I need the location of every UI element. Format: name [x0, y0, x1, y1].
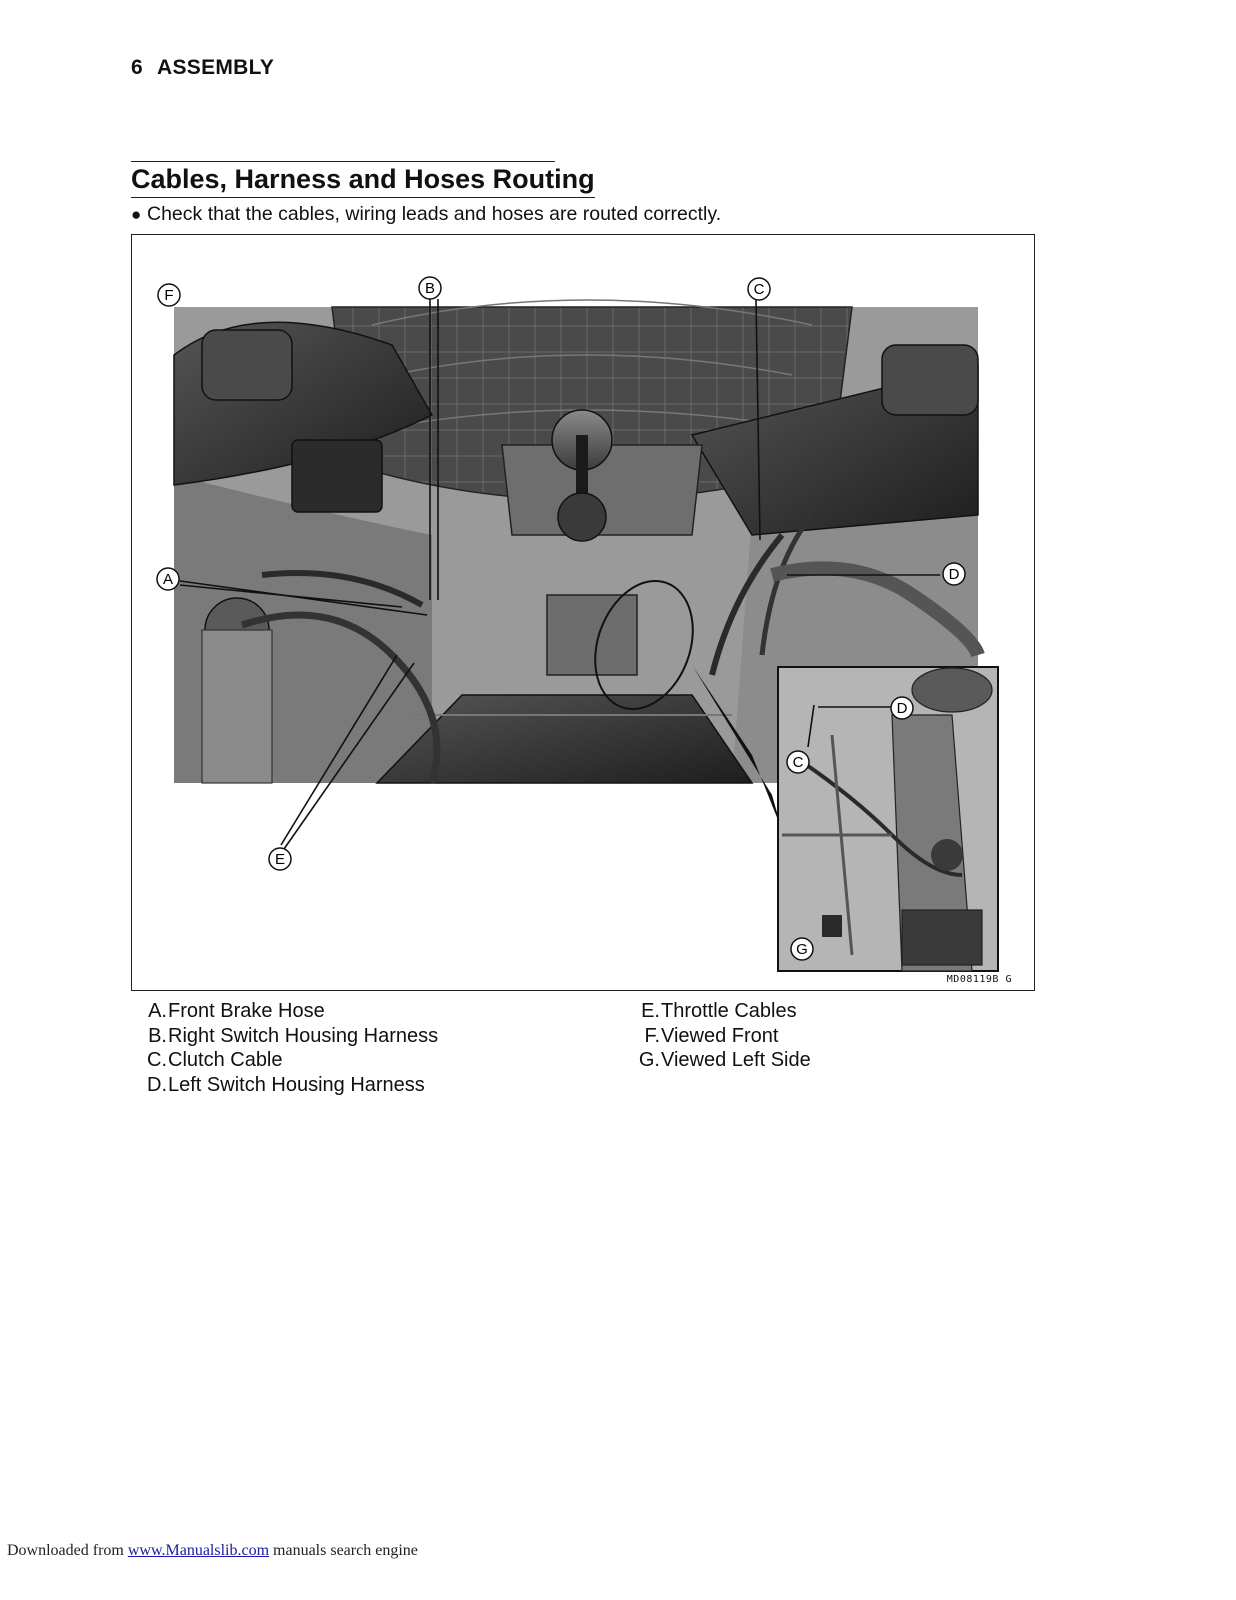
page-header: 6 ASSEMBLY — [131, 56, 274, 80]
svg-text:F: F — [164, 287, 173, 304]
section-title: Cables, Harness and Hoses Routing — [131, 164, 595, 198]
callout-d-inset: D — [890, 696, 914, 720]
legend-item: D.Left Switch Housing Harness — [147, 1073, 425, 1096]
legend-item: G.Viewed Left Side — [638, 1049, 811, 1071]
callouts: F B C A D E D C G — [156, 276, 966, 961]
svg-text:D: D — [949, 566, 960, 583]
svg-text:G: G — [796, 941, 808, 958]
routing-illustration: F B C A D E D C G — [156, 276, 999, 972]
svg-text:E: E — [275, 851, 285, 868]
callout-c-inset: C — [786, 750, 810, 774]
legend-item: F.Viewed Front — [644, 1024, 779, 1047]
callout-g: G — [790, 937, 814, 961]
leader-e2 — [283, 662, 415, 850]
callout-d: D — [942, 562, 966, 586]
leader-lines — [179, 298, 940, 850]
section-rule — [131, 161, 555, 162]
callout-c: C — [747, 277, 771, 301]
legend-item: A.Front Brake Hose — [148, 1000, 325, 1022]
leader-a2 — [179, 580, 428, 616]
svg-text:C: C — [793, 754, 804, 771]
leader-e — [280, 654, 398, 846]
leader-c-inset — [807, 704, 815, 748]
svg-text:C: C — [754, 281, 765, 298]
legend-item: E.Throttle Cables — [641, 1000, 797, 1022]
footer-suffix: manuals search engine — [273, 1542, 418, 1559]
legend-right: E.Throttle Cables F.Viewed Front G.Viewe… — [638, 999, 811, 1073]
svg-text:B: B — [425, 280, 435, 297]
legend-left: A.Front Brake Hose B.Right Switch Housin… — [145, 999, 438, 1097]
callout-b: B — [418, 276, 442, 300]
legend-item: C.Clutch Cable — [147, 1049, 283, 1071]
footer: Downloaded from www.Manualslib.com manua… — [7, 1542, 418, 1560]
legend-item: B.Right Switch Housing Harness — [148, 1024, 439, 1047]
bullet: ● — [131, 205, 142, 224]
instruction: ● Check that the cables, wiring leads and… — [131, 203, 721, 226]
callout-a: A — [156, 567, 180, 591]
leader-c — [755, 298, 761, 541]
footer-prefix: Downloaded from — [7, 1542, 124, 1559]
manualslib-link[interactable]: www.Manualslib.com — [127, 1542, 270, 1559]
page-number: 6 — [131, 56, 143, 79]
main-view — [173, 299, 985, 784]
inset-view — [777, 666, 999, 972]
instruction-text: Check that the cables, wiring leads and … — [147, 203, 722, 225]
figure-code: MD08119B G — [946, 974, 1012, 985]
callout-f: F — [157, 283, 181, 307]
routing-figure: F B C A D E D C G MD08119B G — [131, 234, 1035, 991]
callout-e: E — [268, 847, 292, 871]
svg-text:A: A — [163, 571, 173, 588]
svg-text:D: D — [897, 700, 908, 717]
section-name: ASSEMBLY — [156, 56, 275, 79]
